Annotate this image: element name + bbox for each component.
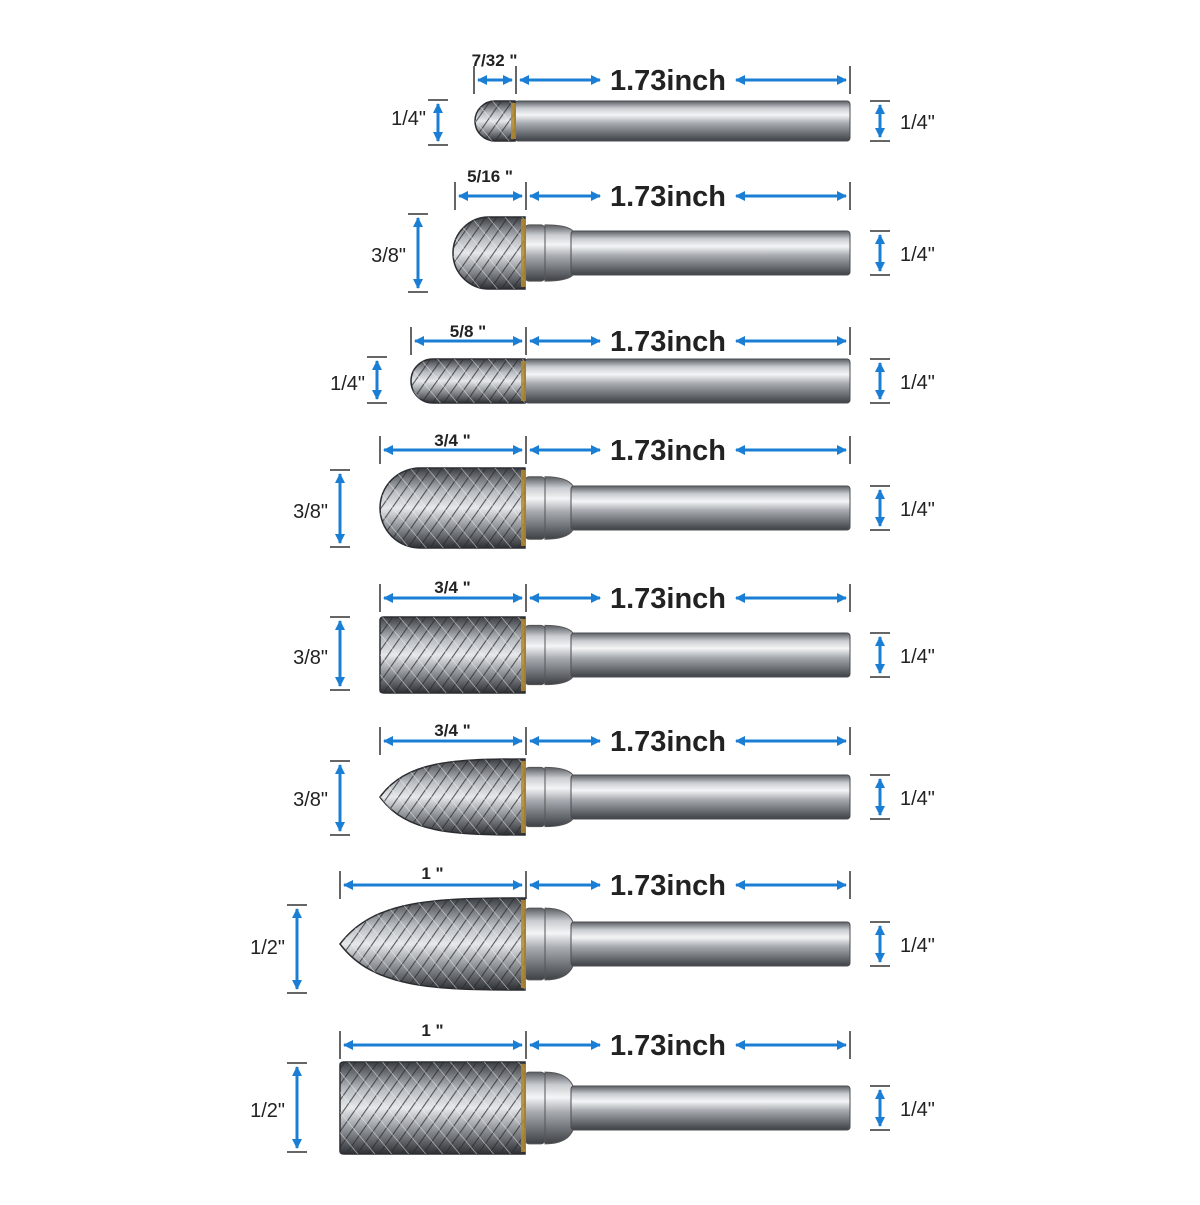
bit-5-shank <box>570 632 851 678</box>
bit-2-shank <box>570 230 851 276</box>
bit-7-neck <box>544 907 574 981</box>
bit-5-neck <box>544 624 574 686</box>
bit-3-head-diameter-label: 1/4" <box>330 373 365 395</box>
bit-2-cutter-crosscut <box>453 217 525 289</box>
bit-6-cutter-crosscut <box>380 759 525 835</box>
bit-2-head-length-label: 5/16 " <box>467 167 513 186</box>
bit-7-shank <box>570 921 851 967</box>
bit-5-shank-diameter-label: 1/4" <box>900 646 935 668</box>
bit-1-shank <box>514 100 851 142</box>
bit-4-braze-joint <box>521 470 526 546</box>
bit-6-shank-diameter-label: 1/4" <box>900 788 935 810</box>
bit-4-collar <box>524 476 546 540</box>
bit-1-head-length-label: 7/32 " <box>472 51 518 70</box>
bit-7-shank-length-label: 1.73inch <box>610 870 726 902</box>
bit-6-shank-length-label: 1.73inch <box>610 726 726 758</box>
bit-5-head-diameter-label: 3/8" <box>293 647 328 669</box>
bit-8-shank-length-label: 1.73inch <box>610 1030 726 1062</box>
bit-4-cutter-crosscut <box>380 468 525 548</box>
bit-8-shank-diameter-label: 1/4" <box>900 1099 935 1121</box>
bit-5-braze-joint <box>521 619 526 691</box>
bit-3-braze-joint <box>521 361 526 401</box>
bit-8-collar <box>524 1071 546 1145</box>
bit-4-shank-length-label: 1.73inch <box>610 435 726 467</box>
bit-4-neck <box>544 476 574 540</box>
bit-8-neck <box>544 1071 574 1145</box>
bit-2-shank-length-label: 1.73inch <box>610 181 726 213</box>
bit-6-head-diameter-label: 3/8" <box>293 789 328 811</box>
bit-2-head-diameter-label: 3/8" <box>371 245 406 267</box>
bit-4-head-diameter-label: 3/8" <box>293 501 328 523</box>
bit-6-collar <box>524 766 546 828</box>
bit-1-shank-length-label: 1.73inch <box>610 65 726 97</box>
bit-2-shank-diameter-label: 1/4" <box>900 244 935 266</box>
bit-1-shank-diameter-label: 1/4" <box>900 112 935 134</box>
bit-2-neck <box>544 224 574 282</box>
bit-3-shank-diameter-label: 1/4" <box>900 372 935 394</box>
bit-6-shank <box>570 774 851 820</box>
bit-3-shank <box>524 358 851 404</box>
bit-2-braze-joint <box>521 219 526 287</box>
bit-7-cutter-crosscut <box>340 898 525 990</box>
bit-6-braze-joint <box>521 761 526 833</box>
bit-1-braze-joint <box>511 103 516 139</box>
bit-8-shank <box>570 1085 851 1131</box>
bit-4-shank-diameter-label: 1/4" <box>900 499 935 521</box>
bit-1-head-diameter-label: 1/4" <box>391 108 426 130</box>
bit-6-neck <box>544 766 574 828</box>
bit-4-head-length-label: 3/4 " <box>434 431 470 450</box>
bit-7-shank-diameter-label: 1/4" <box>900 935 935 957</box>
bit-8-head-length-label: 1 " <box>421 1021 443 1040</box>
bit-3-cutter-crosscut <box>411 359 525 403</box>
bit-5-collar <box>524 624 546 686</box>
bit-5-head-length-label: 3/4 " <box>434 578 470 597</box>
bit-4-shank <box>570 485 851 531</box>
bit-8-cutter-crosscut <box>340 1062 525 1154</box>
bit-3-shank-length-label: 1.73inch <box>610 326 726 358</box>
bit-5-shank-length-label: 1.73inch <box>610 583 726 615</box>
bit-7-braze-joint <box>521 900 526 988</box>
bit-1-cutter-crosscut <box>475 101 515 141</box>
bit-8-braze-joint <box>521 1064 526 1152</box>
bit-7-head-length-label: 1 " <box>421 864 443 883</box>
bit-6-head-length-label: 3/4 " <box>434 721 470 740</box>
bit-5-cutter-crosscut <box>380 617 525 693</box>
bit-3-head-length-label: 5/8 " <box>450 322 486 341</box>
bit-8-head-diameter-label: 1/2" <box>250 1100 285 1122</box>
bit-7-head-diameter-label: 1/2" <box>250 937 285 959</box>
bit-2-collar <box>524 224 546 282</box>
bit-7-collar <box>524 907 546 981</box>
